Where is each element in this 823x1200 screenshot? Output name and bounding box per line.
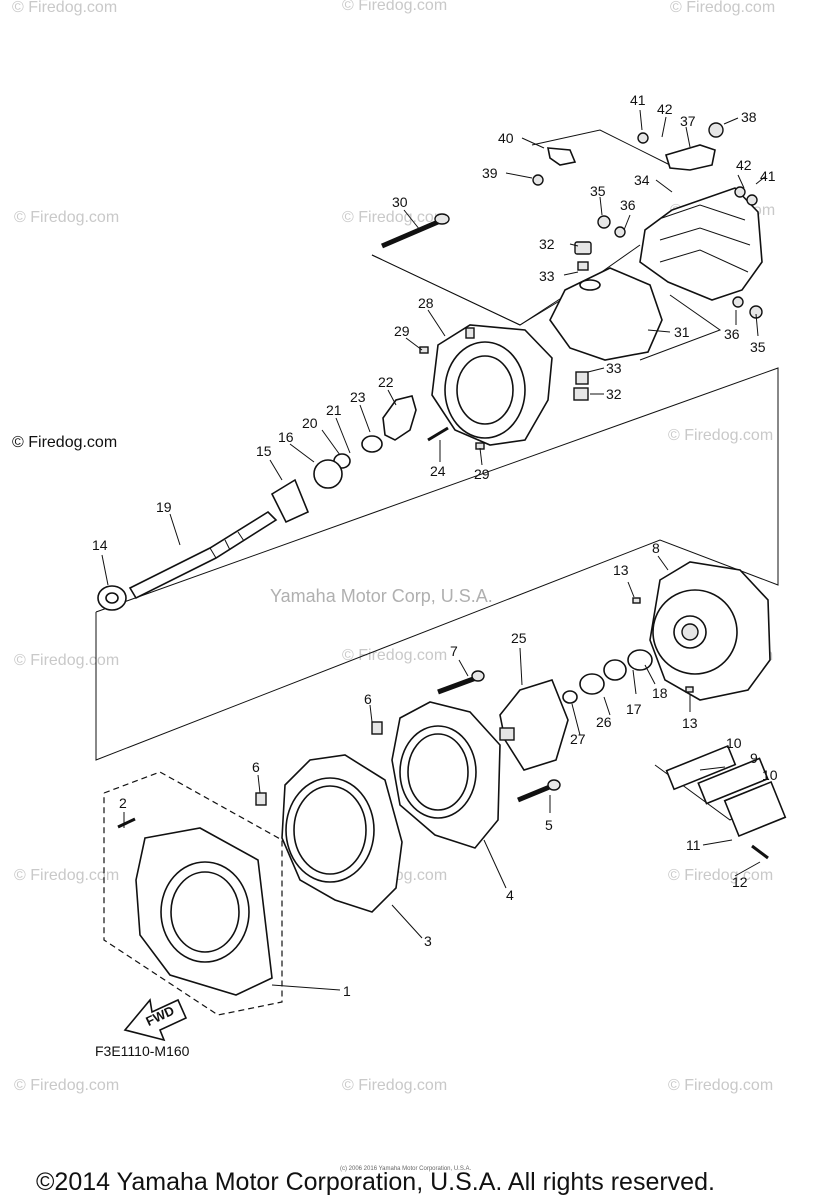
callouts: 1 2 3 4 5 6 6 7 8 9 10 10 11 12 13 13 14… [92, 92, 778, 999]
watermark: © Firedog.com [342, 647, 447, 664]
callout: 29 [474, 466, 490, 482]
callout: 23 [350, 389, 366, 405]
watermark-dark: © Firedog.com [12, 434, 117, 451]
part-housing-28 [419, 324, 553, 450]
callout: 35 [590, 183, 606, 199]
callout: 24 [430, 463, 446, 479]
watermark: © Firedog.com [668, 1077, 773, 1094]
part-cap-22 [361, 395, 449, 453]
callout: 2 [119, 795, 127, 811]
watermark: © Firedog.com [670, 0, 775, 16]
callout: 39 [482, 165, 498, 181]
part-impeller-25 [499, 679, 569, 771]
callout: 4 [506, 887, 514, 903]
watermark: © Firedog.com [342, 209, 447, 226]
callout: 31 [674, 324, 690, 340]
callout: 22 [378, 374, 394, 390]
callout: 21 [326, 402, 342, 418]
callout: 35 [750, 339, 766, 355]
leaders [101, 109, 767, 991]
copyright-notice: ©2014 Yamaha Motor Corporation, U.S.A. A… [36, 1168, 715, 1196]
callout: 36 [620, 197, 636, 213]
callout: 9 [750, 750, 758, 766]
watermark: © Firedog.com [12, 0, 117, 16]
part-cover-9 [665, 744, 787, 860]
callout: 37 [680, 113, 696, 129]
callout: 10 [726, 735, 742, 751]
callout: 34 [634, 172, 650, 188]
watermark: © Firedog.com [668, 427, 773, 444]
callout: 27 [570, 731, 586, 747]
part-shaft-19 [97, 453, 351, 611]
callout: 32 [606, 386, 622, 402]
part-plate-1 [117, 817, 273, 996]
callout: 5 [545, 817, 553, 833]
part-housing-4 [391, 701, 501, 849]
watermark: © Firedog.com [14, 209, 119, 226]
callout: 3 [424, 933, 432, 949]
callout: 40 [498, 130, 514, 146]
callout: 41 [760, 168, 776, 184]
part-bolt-7 [437, 670, 485, 695]
watermark: © Firedog.com [342, 1077, 447, 1094]
part-hook-40 [532, 147, 577, 186]
part-bearing-housing-8 [562, 561, 771, 704]
watermark: © Firedog.com [342, 0, 447, 14]
callout: 36 [724, 326, 740, 342]
callout: 10 [762, 767, 778, 783]
callout: 42 [736, 157, 752, 173]
callout: 13 [682, 715, 698, 731]
watermark: © Firedog.com [668, 867, 773, 884]
part-housing-3 [255, 721, 403, 913]
callout: 8 [652, 540, 660, 556]
part-bolt-5 [517, 779, 561, 803]
callout: 25 [511, 630, 527, 646]
watermark-layer: © Firedog.com © Firedog.com © Firedog.co… [12, 0, 775, 1094]
callout: 18 [652, 685, 668, 701]
watermark: © Firedog.com [14, 867, 119, 884]
fine-print: (c) 2006 2016 Yamaha Motor Corporation, … [340, 1166, 472, 1172]
callout: 7 [450, 643, 458, 659]
callout: 30 [392, 194, 408, 210]
callout: 32 [539, 236, 555, 252]
fwd-arrow: FWD [123, 998, 188, 1042]
callout: 17 [626, 701, 642, 717]
part-bolt-30 [381, 213, 450, 249]
callout: 42 [657, 101, 673, 117]
watermark: © Firedog.com [14, 652, 119, 669]
callout: 29 [394, 323, 410, 339]
callout: 13 [613, 562, 629, 578]
part-duct-31 [549, 215, 763, 401]
part-deflector-bracket [637, 122, 758, 206]
center-watermark: Yamaha Motor Corp, U.S.A. [270, 586, 493, 606]
callout: 14 [92, 537, 108, 553]
callout: 15 [256, 443, 272, 459]
callout: 33 [539, 268, 555, 284]
callout: 38 [741, 109, 757, 125]
watermark: © Firedog.com [14, 1077, 119, 1094]
callout: 12 [732, 874, 748, 890]
callout: 11 [686, 837, 701, 853]
callout: 6 [364, 691, 372, 707]
part-nozzle [639, 187, 763, 301]
figure-code: F3E1110-M160 [95, 1043, 190, 1059]
callout: 33 [606, 360, 622, 376]
callout: 6 [252, 759, 260, 775]
callout: 16 [278, 429, 294, 445]
callout: 20 [302, 415, 318, 431]
callout: 41 [630, 92, 646, 108]
callout: 26 [596, 714, 612, 730]
callout: 28 [418, 295, 434, 311]
callout: 19 [156, 499, 172, 515]
callout: 1 [343, 983, 351, 999]
